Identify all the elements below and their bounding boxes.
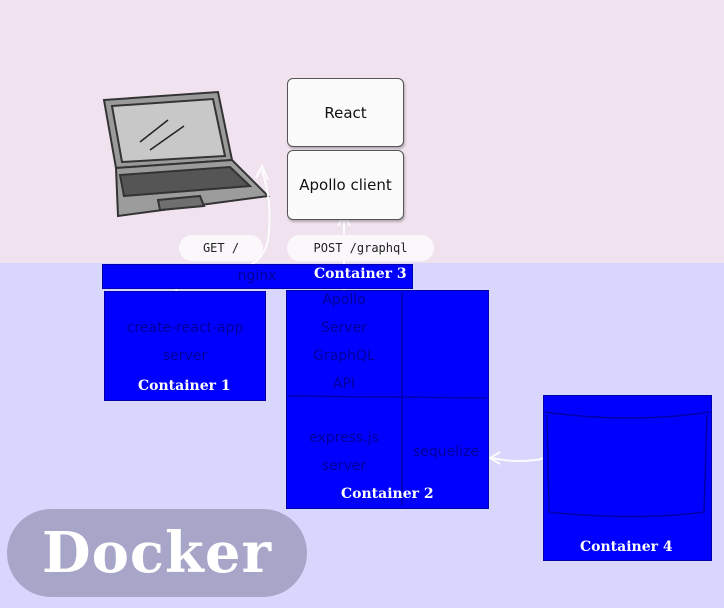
container-1 <box>104 291 266 401</box>
container-2-label: Container 2 <box>341 486 434 502</box>
container-3-label: Container 3 <box>314 266 407 282</box>
express-line-2: server <box>321 458 367 474</box>
container-4-label: Container 4 <box>580 539 673 555</box>
express-line-1: express.js <box>309 430 379 446</box>
nginx-label: nginx <box>237 268 277 284</box>
react-card: React <box>287 78 404 147</box>
container-2 <box>286 290 489 509</box>
post-request-label: POST /graphql <box>287 235 434 261</box>
get-request-label: GET / <box>179 235 263 261</box>
apollo-line-2: Server <box>321 320 367 336</box>
container-3 <box>102 264 413 289</box>
cra-line-2: server <box>162 348 208 364</box>
docker-badge: Docker <box>7 509 307 597</box>
cra-line-1: create-react-app <box>126 320 244 336</box>
db-arrow <box>491 457 546 462</box>
get-request-text: GET / <box>202 241 240 255</box>
container-1-label: Container 1 <box>138 378 231 394</box>
sequelize-label: sequelize <box>412 444 480 460</box>
create-react-app-server-label: create-react-app server <box>104 314 266 370</box>
post-request-text: POST /graphql <box>313 241 408 255</box>
apollo-line-4: API <box>332 376 356 392</box>
apollo-line-1: Apollo <box>322 292 366 308</box>
express-server-label: express.js server <box>288 424 400 480</box>
react-label: React <box>324 103 367 122</box>
docker-label: Docker <box>42 520 272 586</box>
apollo-client-label: Apollo client <box>299 176 392 194</box>
container-4 <box>543 395 712 561</box>
apollo-line-3: GraphQL <box>313 348 375 364</box>
apollo-client-card: Apollo client <box>287 150 404 220</box>
apollo-server-graphql-api-label: Apollo Server GraphQL API <box>288 286 400 398</box>
